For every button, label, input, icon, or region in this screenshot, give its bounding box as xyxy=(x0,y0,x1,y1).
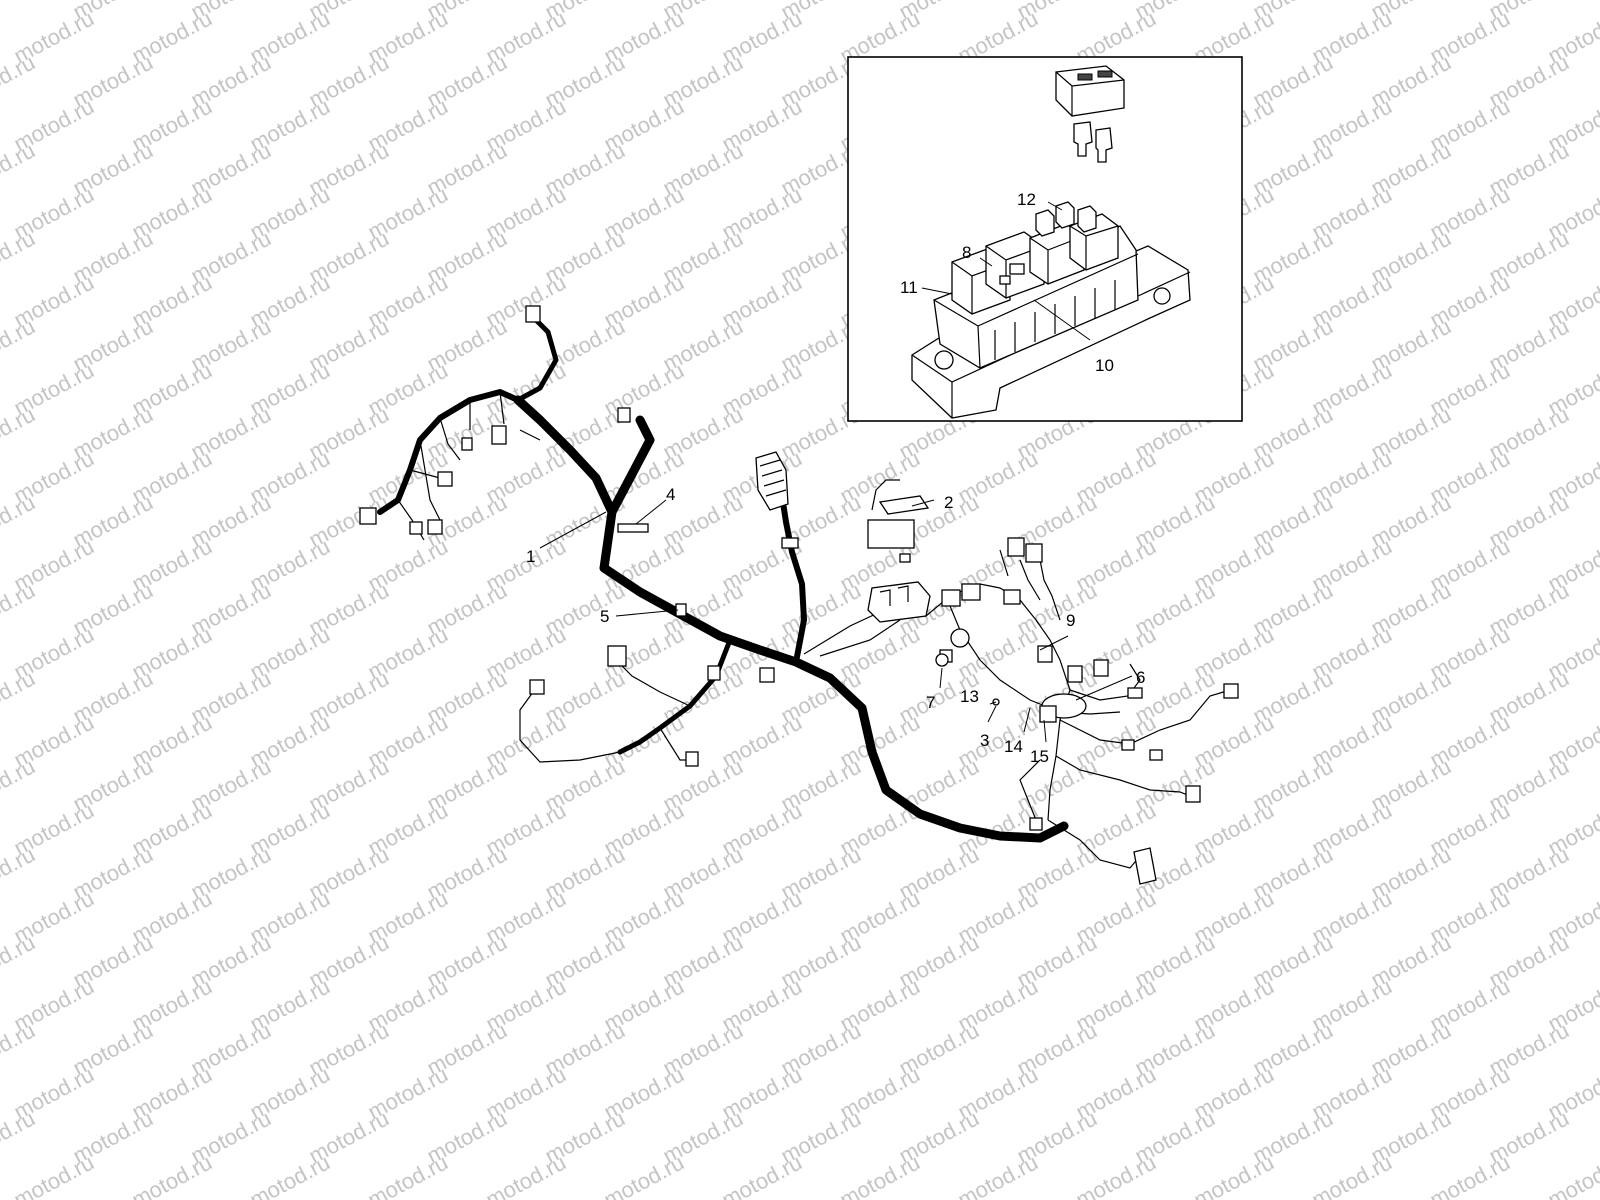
ecu-connector-icon xyxy=(755,451,789,511)
connector-icon xyxy=(617,407,631,423)
watermark-text: motod.ru xyxy=(1190,1150,1278,1200)
clip-icon xyxy=(617,523,649,533)
connector-icon xyxy=(607,645,627,667)
connector-icon xyxy=(491,425,507,445)
connector-icon xyxy=(1067,665,1083,683)
watermark-text: motod.ru xyxy=(600,1150,688,1200)
callout-11: 11 xyxy=(900,278,918,297)
connector-icon xyxy=(437,471,453,487)
watermark-text: motod.ru xyxy=(718,1150,806,1200)
callout-14: 14 xyxy=(1004,737,1023,756)
connector-icon xyxy=(941,589,961,607)
callout-8: 8 xyxy=(962,243,971,262)
connector-icon xyxy=(1037,645,1053,663)
connector-icon xyxy=(409,521,423,535)
watermark-text: motod.ru xyxy=(1308,1150,1396,1200)
connector-icon xyxy=(1093,659,1109,677)
watermark-text: motod.ru xyxy=(954,1150,1042,1200)
callout-5: 5 xyxy=(600,607,609,626)
callout-1: 1 xyxy=(526,547,535,566)
connector-icon xyxy=(1223,683,1239,699)
connector-icon xyxy=(1039,705,1057,723)
connector-icon xyxy=(707,665,721,681)
spare-fuse-holder-icon xyxy=(1055,65,1125,117)
fuse-block-icon xyxy=(867,519,915,549)
watermark-text: motod.ru xyxy=(482,1150,570,1200)
callout-12: 12 xyxy=(1017,190,1036,209)
connector-icon xyxy=(427,519,443,535)
callout-7: 7 xyxy=(926,693,935,712)
connector-icon xyxy=(961,583,981,601)
callout-10: 10 xyxy=(1095,356,1114,375)
watermark-text: motod.ru xyxy=(836,1150,924,1200)
watermark-text: motod.ru xyxy=(1072,1150,1160,1200)
callout-9: 9 xyxy=(1066,611,1075,630)
callout-6: 6 xyxy=(1136,668,1145,687)
watermark-text: motod.ru xyxy=(1426,1150,1514,1200)
relay-block-icon xyxy=(867,581,931,623)
connector-icon xyxy=(461,437,473,451)
callout-4: 4 xyxy=(666,485,675,504)
leader-lines xyxy=(539,499,1133,743)
connector-icon xyxy=(525,305,541,323)
grommet-icon xyxy=(950,628,970,648)
wiring-harness-icon xyxy=(359,305,1239,885)
connector-icon xyxy=(529,679,545,695)
connector-icon xyxy=(359,507,377,525)
connector-icon xyxy=(1133,847,1157,885)
watermark-text: motod.ru xyxy=(246,1150,334,1200)
watermark-text: motod.ru xyxy=(10,1150,98,1200)
fuse-box-inset xyxy=(847,56,1243,422)
callout-15: 15 xyxy=(1030,747,1049,766)
blade-fuse-icon xyxy=(1073,121,1113,163)
relay-fuse-box-icon xyxy=(911,201,1191,419)
connector-icon xyxy=(1003,589,1021,605)
connector-icon xyxy=(1007,537,1025,557)
callout-2: 2 xyxy=(944,493,953,512)
watermark-text: motod.ru xyxy=(128,1150,216,1200)
callout-numbers: 12 8 11 10 2 4 1 5 9 6 7 13 3 14 15 xyxy=(526,190,1145,766)
watermark-text: motod.ru xyxy=(364,1150,452,1200)
connector-icon xyxy=(1185,785,1201,803)
connector-icon xyxy=(759,667,775,683)
watermark-text: motod.ru xyxy=(0,0,39,24)
bolt-icon xyxy=(935,653,949,667)
callout-13: 13 xyxy=(960,687,979,706)
connector-icon xyxy=(1025,543,1043,563)
watermark-text: motod.ru xyxy=(1544,1150,1600,1200)
callout-3: 3 xyxy=(980,731,989,750)
connector-icon xyxy=(685,751,699,767)
